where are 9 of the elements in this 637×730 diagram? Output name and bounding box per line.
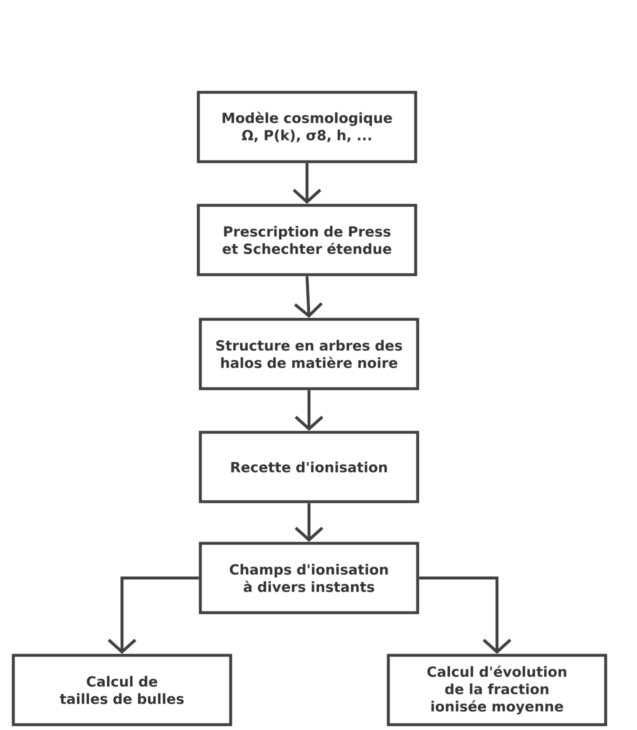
process-box: Prescription de Press et Schechter étendue	[196, 204, 418, 276]
arrow	[419, 576, 512, 654]
process-box: Modèle cosmologique Ω, P(k), σ8, h, ...	[196, 90, 418, 164]
process-box: Structure en arbres des halos de matière noire	[198, 318, 420, 390]
process-box: Calcul de tailles de bulles	[12, 654, 232, 726]
arrow	[108, 576, 199, 654]
process-box: Recette d'ionisation	[198, 430, 420, 504]
process-box: Champs d'ionisation à divers instants	[198, 542, 420, 614]
process-box: Calcul d'évolution de la fraction ionisée moyenne	[386, 654, 608, 726]
